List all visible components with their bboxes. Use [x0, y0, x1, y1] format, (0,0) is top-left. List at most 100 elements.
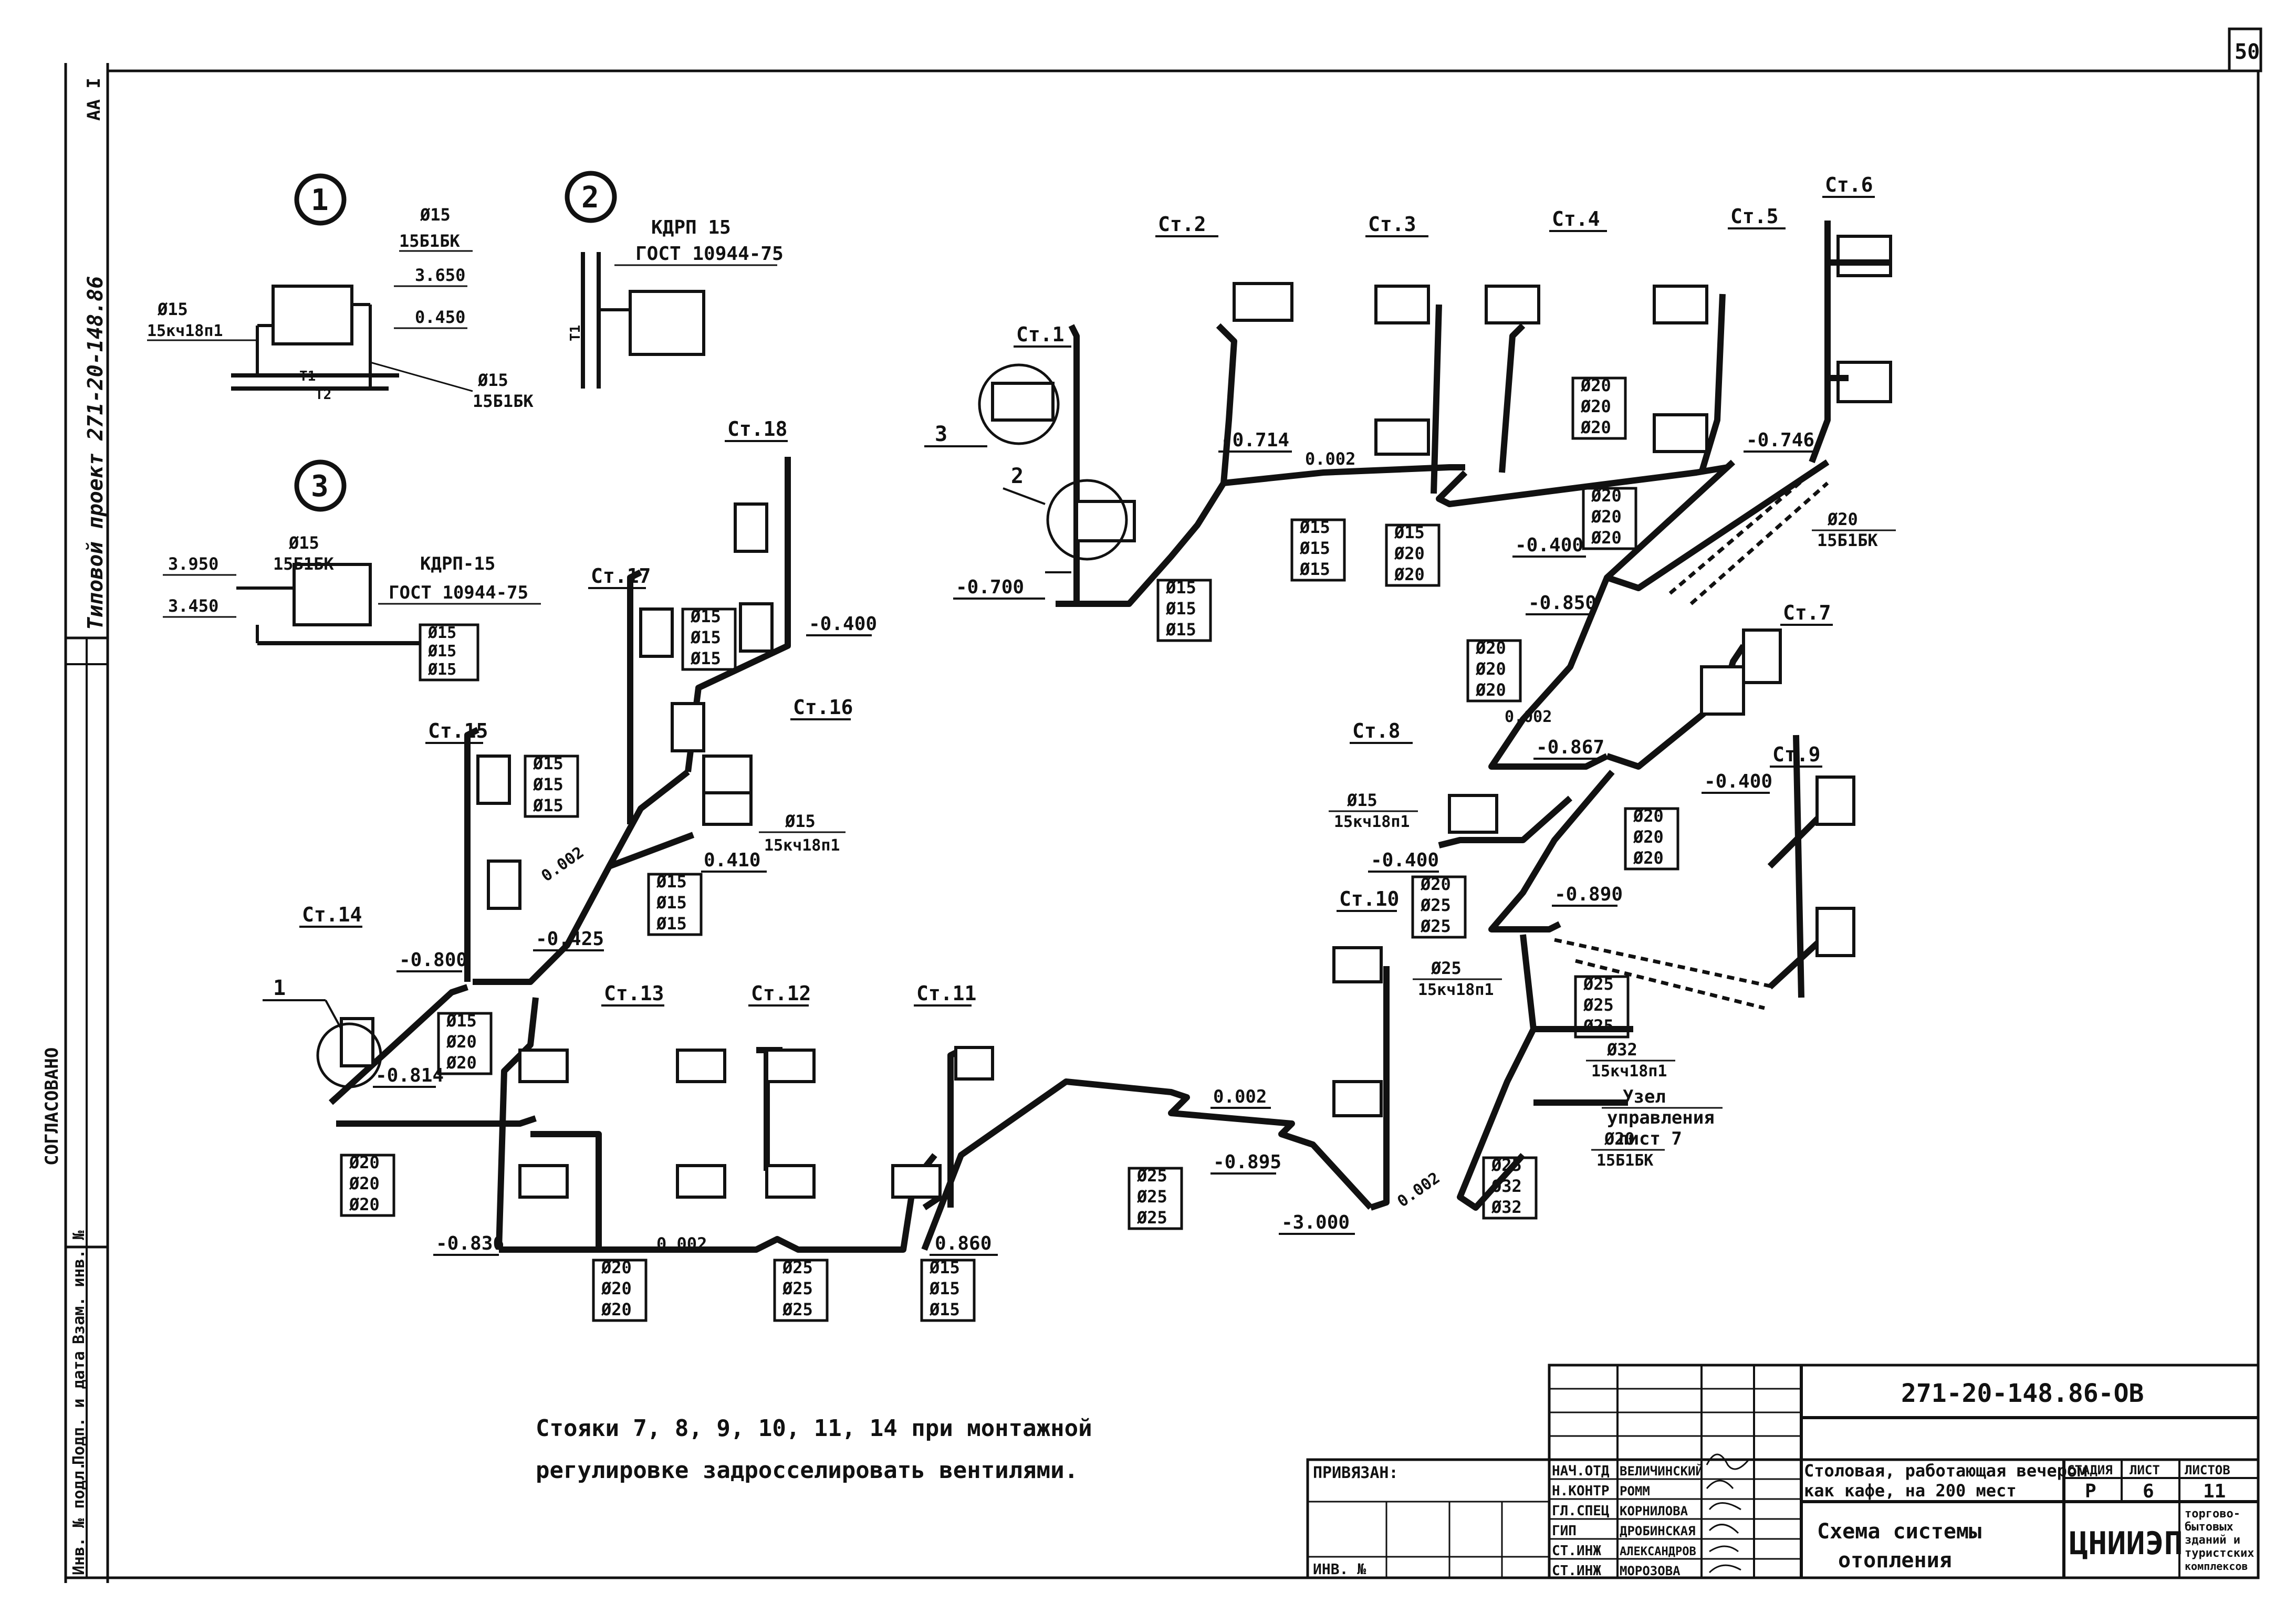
radiator-st11b: [891, 1164, 942, 1199]
svg-text:МОРОЗОВА: МОРОЗОВА: [1620, 1564, 1681, 1578]
detail-1-circle: [294, 173, 347, 226]
radiator-st7b: [1742, 628, 1782, 684]
size-group-st7: Ø20 Ø20 Ø20: [1624, 806, 1679, 871]
drawing-frame: [106, 69, 2260, 1579]
svg-text:Ø15: Ø15: [1299, 559, 1330, 579]
left-branch: [316, 457, 791, 1127]
sheets-label: ЛИСТОВ: [2185, 1463, 2230, 1477]
size-group-st5: Ø20 Ø20 Ø20: [1582, 486, 1637, 550]
size-group-st8: Ø20 Ø25 Ø25: [1411, 874, 1467, 939]
elev-19: 0.860: [935, 1233, 992, 1254]
size-group-st11-low: Ø15 Ø15 Ø15: [920, 1257, 976, 1322]
inv-field-3: Взам. инв. №: [70, 1230, 88, 1344]
riser-label-st12: Ст.12: [751, 982, 811, 1005]
svg-text:АЛЕКСАНДРОВ: АЛЕКСАНДРОВ: [1620, 1545, 1696, 1558]
svg-text:Ø32: Ø32: [1491, 1197, 1522, 1217]
svg-text:ВЕЛИЧИНСКИЙ: ВЕЛИЧИНСКИЙ: [1620, 1463, 1703, 1479]
elevation-marks: -0.700 -0.714 0.002 -0.746 -0.400 -0.850…: [373, 429, 1817, 1256]
elev-2: 0.002: [1305, 449, 1355, 469]
sheet-title-2: отопления: [1838, 1548, 1952, 1573]
svg-text:15кч18п1: 15кч18п1: [1334, 813, 1410, 831]
svg-text:ГЛ.СПЕЦ: ГЛ.СПЕЦ: [1552, 1503, 1610, 1519]
svg-text:Ø25: Ø25: [1136, 1208, 1167, 1228]
agreed-label: СОГЛАСОВАНО: [41, 1047, 62, 1166]
detail-2-circle: [565, 171, 617, 223]
svg-text:РОММ: РОММ: [1620, 1484, 1650, 1498]
svg-text:зданий и: зданий и: [2185, 1534, 2240, 1547]
radiator-st10: [1332, 946, 1383, 983]
svg-text:Ø20: Ø20: [1394, 564, 1425, 584]
size-group-st17: Ø15 Ø15 Ø15: [681, 606, 737, 671]
svg-text:Ø25: Ø25: [1136, 1187, 1167, 1207]
radiator-st16: [702, 754, 753, 794]
elev-13: -0.814: [375, 1065, 444, 1086]
elev-11: 0.002: [1213, 1086, 1267, 1107]
riser-label-st14: Ст.14: [302, 903, 362, 926]
detail-3-number: 3: [311, 469, 329, 504]
elev-1: -0.714: [1221, 429, 1289, 451]
radiator-st7: [1700, 665, 1745, 716]
note-line-2: регулировке задросселировать вентилями.: [536, 1457, 1078, 1484]
svg-text:3.450: 3.450: [168, 596, 218, 616]
size-group-st2: Ø15 Ø15 Ø15: [1290, 517, 1346, 582]
svg-text:Ø20: Ø20: [1604, 1129, 1635, 1149]
riser-label-st13: Ст.13: [604, 982, 664, 1005]
svg-text:Ø20: Ø20: [349, 1194, 380, 1214]
riser-label-st2: Ст.2: [1158, 213, 1206, 236]
svg-text:туристских: туристских: [2185, 1547, 2254, 1560]
svg-text:Ø15: Ø15: [656, 893, 687, 913]
riser-label-st8: Ст.8: [1352, 719, 1401, 742]
radiator-st11: [954, 1046, 994, 1081]
project-top-code: АА I: [84, 78, 105, 121]
radiator-st9: [1815, 775, 1855, 826]
svg-text:Ø20: Ø20: [1591, 507, 1622, 527]
size-group-main-upper: Ø20 Ø20 Ø20: [1466, 638, 1522, 703]
sheets-value: 11: [2203, 1481, 2226, 1502]
radiator-st6: [1836, 235, 1892, 277]
svg-text:Ø25: Ø25: [1420, 895, 1451, 915]
svg-text:Т1: Т1: [568, 325, 583, 341]
svg-text:Ø15: Ø15: [533, 774, 563, 794]
svg-text:Ø20: Ø20: [1580, 396, 1611, 416]
svg-text:Ø15: Ø15: [656, 914, 687, 934]
svg-text:ГОСТ 10944-75: ГОСТ 10944-75: [635, 243, 784, 265]
svg-text:3.950: 3.950: [168, 554, 218, 574]
detail-2: 2 КДРП 15 ГОСТ 10944-75 Т1: [565, 171, 784, 389]
svg-text:Ø20: Ø20: [601, 1299, 632, 1319]
elev-10: 0.002: [1505, 708, 1552, 726]
svg-text:ГОСТ 10944-75: ГОСТ 10944-75: [389, 582, 528, 603]
radiator-st13b: [518, 1164, 569, 1199]
sheet-number: 50: [2235, 40, 2260, 64]
elev-5: -0.850: [1528, 592, 1596, 614]
riser-label-st4: Ст.4: [1552, 207, 1600, 230]
svg-text:Ø20: Ø20: [1633, 827, 1664, 847]
svg-text:Ø15: Ø15: [427, 661, 456, 679]
radiator-st14: [340, 1017, 374, 1067]
detail-3: 3 3.950 Ø15 15Б1БК 3.450 КДРП-15 ГОСТ 10…: [163, 459, 541, 682]
svg-text:Ø20: Ø20: [446, 1053, 477, 1073]
elev-16: -0.400: [809, 613, 877, 635]
svg-text:Ø32: Ø32: [1606, 1040, 1637, 1060]
sheet-value: 6: [2143, 1481, 2154, 1502]
svg-text:лист 7: лист 7: [1617, 1128, 1682, 1149]
svg-text:бытовых: бытовых: [2185, 1521, 2234, 1534]
elev-7: -0.400: [1704, 771, 1772, 792]
doc-code: 271-20-148.86-ОВ: [1901, 1379, 2144, 1408]
project-side-code: Типовой проект 271-20-148.86: [84, 276, 108, 630]
size-group-st16-valve: Ø15 15кч18п1: [759, 811, 846, 855]
svg-text:Ø15: Ø15: [929, 1278, 960, 1298]
svg-text:Ø15: Ø15: [288, 533, 319, 553]
svg-text:15кч18п1: 15кч18п1: [1418, 981, 1494, 999]
svg-text:Ø20: Ø20: [1394, 543, 1425, 563]
elev-20: 0.002: [538, 843, 588, 885]
elev-18: 0.002: [656, 1234, 707, 1254]
size-group-valve-st5: Ø20 15Б1БК: [1812, 509, 1896, 550]
svg-text:Ø25: Ø25: [1431, 958, 1462, 978]
radiator-st15b: [487, 860, 521, 910]
radiator-st3b: [1374, 418, 1430, 456]
svg-text:КОРНИЛОВА: КОРНИЛОВА: [1620, 1504, 1688, 1518]
svg-text:Т2: Т2: [315, 387, 331, 403]
radiator-st10b: [1332, 1080, 1383, 1117]
svg-text:Ø20: Ø20: [601, 1278, 632, 1298]
